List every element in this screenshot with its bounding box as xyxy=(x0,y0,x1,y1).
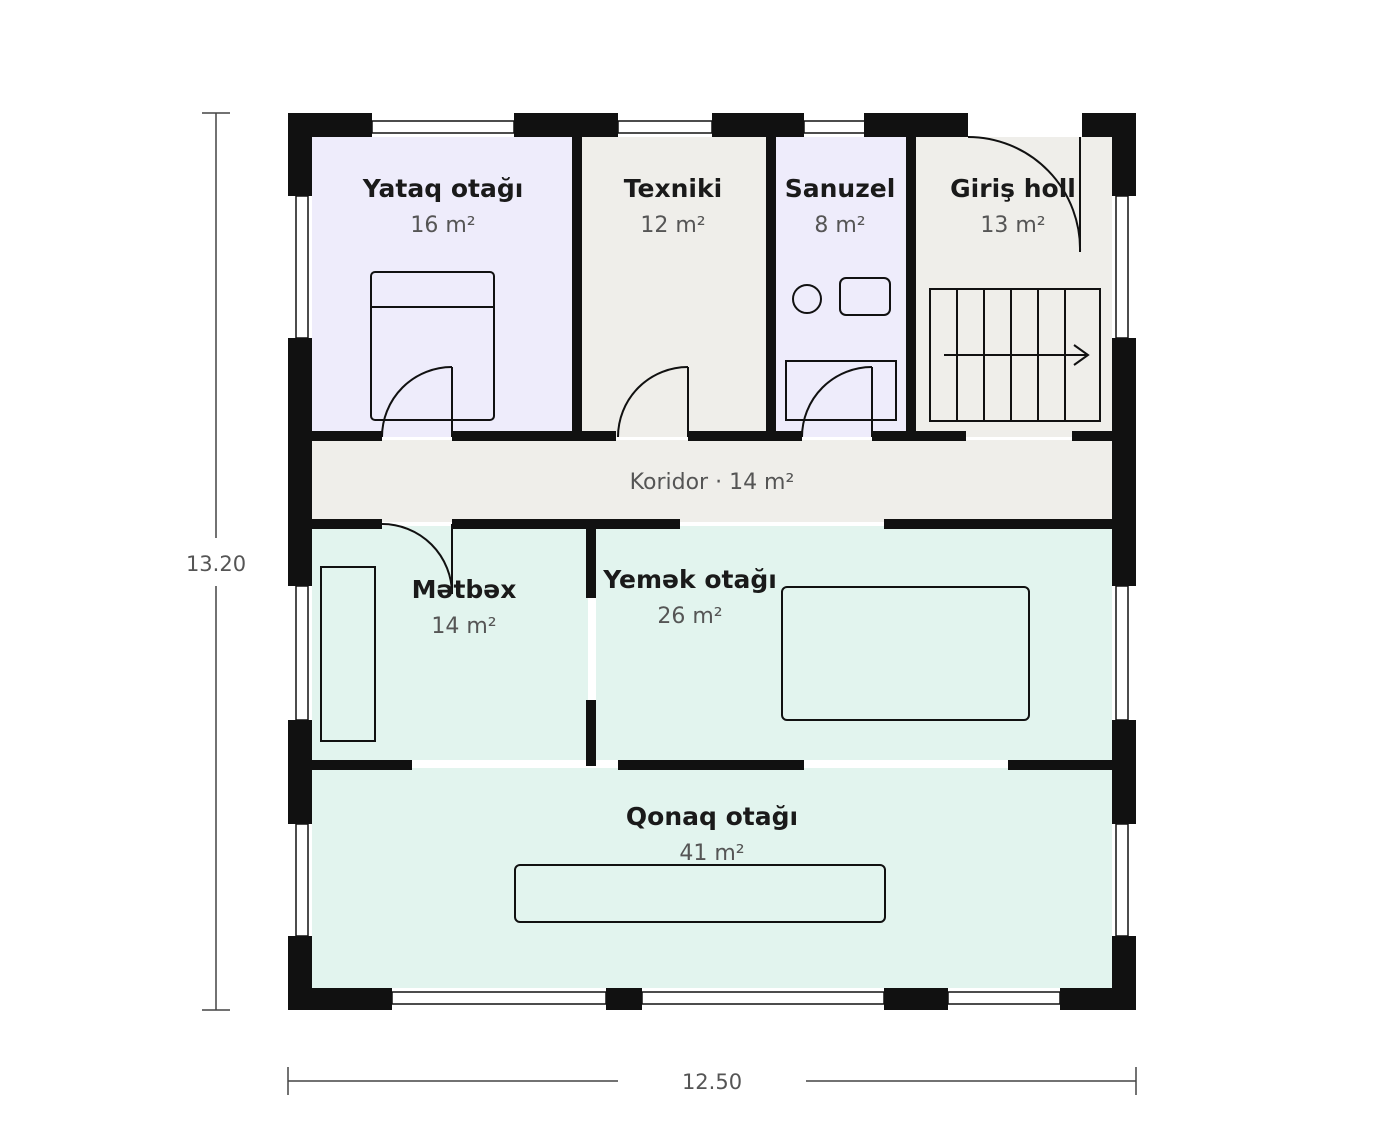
interior-walls xyxy=(312,137,1112,770)
room-name-giris: Giriş holl xyxy=(950,174,1076,203)
sofa xyxy=(514,864,886,923)
stairs xyxy=(929,288,1101,422)
dining-table xyxy=(781,586,1030,721)
corridor-label: Koridor · 14 m² xyxy=(630,470,795,495)
room-area-yataq: 16 m² xyxy=(410,213,475,238)
room-name-sanuzel: Sanuzel xyxy=(785,174,896,203)
room-name-qonaq: Qonaq otağı xyxy=(626,802,798,831)
bathroom-fixtures xyxy=(785,277,897,421)
kitchen-counter xyxy=(320,566,376,742)
room-name-yemek: Yemək otağı xyxy=(602,565,777,594)
room-name-yataq: Yataq otağı xyxy=(362,174,524,203)
bed xyxy=(370,271,495,421)
width-dimension-label: 12.50 xyxy=(682,1070,742,1094)
height-dimension xyxy=(202,112,230,1011)
height-dimension-label: 13.20 xyxy=(186,552,246,576)
room-fill-texniki xyxy=(582,137,768,437)
room-fill-yemek xyxy=(596,526,1112,760)
room-fill-yataq xyxy=(312,137,578,437)
room-area-qonaq: 41 m² xyxy=(679,841,744,866)
room-area-yemek: 26 m² xyxy=(657,604,722,629)
room-fill-qonaq xyxy=(312,768,1112,988)
doors xyxy=(381,136,1082,595)
room-area-giris: 13 m² xyxy=(980,213,1045,238)
exterior-walls xyxy=(288,113,1136,1010)
room-area-texniki: 12 m² xyxy=(640,213,705,238)
width-dimension xyxy=(287,1067,1137,1095)
room-fill-metbex xyxy=(312,526,588,760)
room-area-metbex: 14 m² xyxy=(431,614,496,639)
room-area-sanuzel: 8 m² xyxy=(814,213,865,238)
corridor-fill xyxy=(312,440,1112,522)
room-name-metbex: Mətbəx xyxy=(412,575,517,604)
room-name-texniki: Texniki xyxy=(624,174,722,203)
